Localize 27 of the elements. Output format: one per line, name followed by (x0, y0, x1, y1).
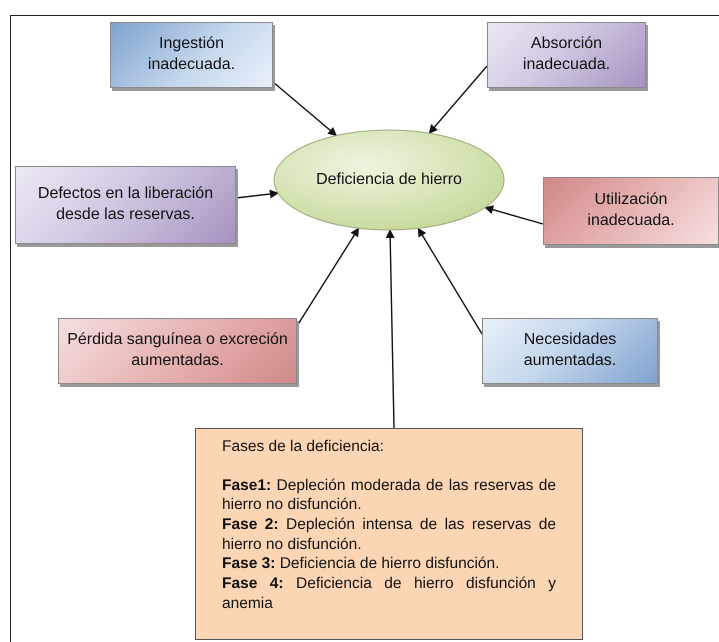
cause-label: Necesidades aumentadas. (522, 330, 618, 371)
cause-box (110, 22, 273, 88)
phase-text: Fase 2: Depleción intensa de las reservas de hierro no disfunción. (222, 515, 556, 554)
arrow (386, 229, 395, 428)
cause-box (543, 177, 719, 245)
arrow (484, 205, 544, 225)
ellipse-node (272, 128, 506, 232)
cause-box (482, 318, 658, 384)
phase-text: Fase 4: Deficiencia de hierro disfunción y anemia (222, 574, 556, 614)
cause-box (15, 166, 236, 244)
phase-text: Fase1: Depleción moderada de las reservas de hierro no disfunción. (222, 476, 556, 516)
arrow (428, 66, 488, 134)
cause-label: Absorción inadecuada. (522, 34, 612, 75)
node-label: Deficiencia de hierro (316, 170, 462, 190)
cause-label: Utilización inadecuada. (586, 190, 676, 231)
cause-box (58, 318, 297, 384)
arrow (418, 228, 483, 334)
phase-text: Fase 3: Deficiencia de hierro disfunción. (222, 554, 500, 574)
arrow (236, 190, 279, 199)
arrow (296, 227, 360, 326)
cause-box (487, 22, 646, 88)
cause-label: Pérdida sanguínea o excreción aumentadas. (67, 330, 288, 371)
cause-label: Defectos en la liberación desde las reservas. (36, 184, 214, 225)
phases-box (195, 428, 583, 640)
phases-heading: Fases de la deficiencia: (222, 437, 385, 457)
cause-label: Ingestión inadecuada. (146, 34, 236, 75)
arrow (272, 81, 338, 136)
